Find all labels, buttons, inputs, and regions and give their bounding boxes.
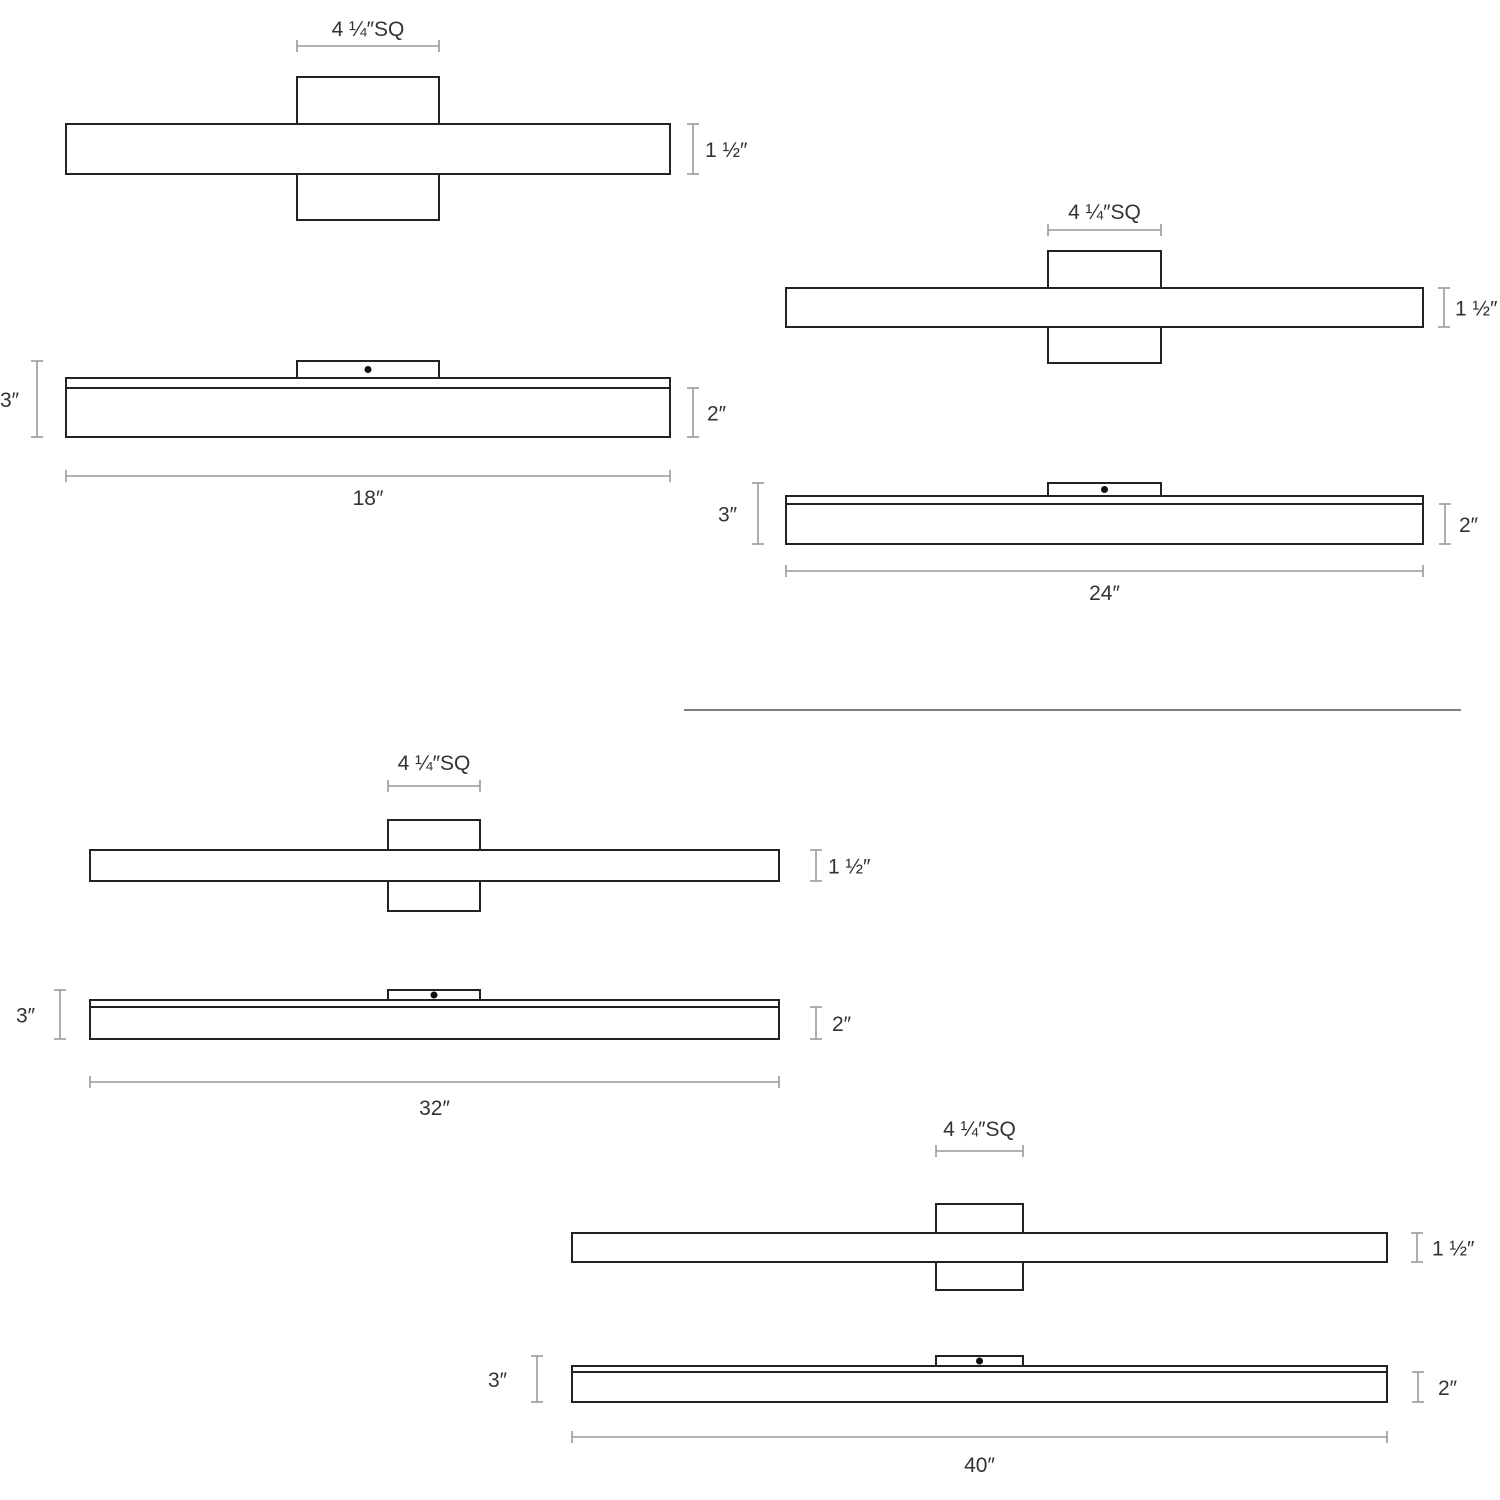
canopy-width-label: 4 ¼″SQ — [943, 1118, 1016, 1141]
fixture-24-inch: 4 ¼″SQ 1 ½″ 3″ 2″ 24″ — [718, 201, 1498, 605]
canopy-width-dimension — [387, 780, 481, 792]
light-bar-side — [65, 387, 671, 438]
total-depth-label: 3″ — [16, 1005, 36, 1028]
overall-width-dimension — [65, 470, 671, 482]
overall-width-dimension — [571, 1431, 1388, 1443]
light-bar-side — [89, 1006, 780, 1040]
mounting-screw — [1101, 486, 1108, 493]
canopy-width-label: 4 ¼″SQ — [332, 18, 405, 41]
canopy-width-label: 4 ¼″SQ — [1068, 201, 1141, 224]
body-depth-label: 2″ — [1459, 514, 1479, 537]
total-depth-label: 3″ — [488, 1369, 508, 1392]
mounting-screw — [976, 1357, 983, 1365]
mounting-rail — [89, 999, 780, 1008]
bar-height-dimension — [687, 123, 699, 175]
light-bar-front — [89, 849, 780, 882]
overall-width-label: 18″ — [353, 487, 384, 510]
fixture-32-inch: 4 ¼″SQ 1 ½″ 3″ 2″ 32″ — [16, 752, 871, 1120]
total-depth-dimension — [752, 482, 764, 545]
body-depth-label: 2″ — [1438, 1377, 1458, 1400]
body-depth-dimension — [1439, 503, 1451, 545]
mounting-rail — [65, 377, 671, 389]
bar-height-label: 1 ½″ — [1455, 298, 1498, 321]
overall-width-label: 24″ — [1089, 582, 1120, 605]
mounting-screw — [364, 366, 372, 373]
overall-width-dimension — [785, 565, 1424, 577]
overall-width-label: 32″ — [419, 1097, 450, 1120]
light-bar-front — [785, 287, 1424, 328]
bar-height-dimension — [1438, 287, 1450, 328]
total-depth-label: 3″ — [718, 504, 738, 527]
body-depth-label: 2″ — [832, 1013, 852, 1036]
bar-height-dimension — [1411, 1232, 1423, 1263]
body-depth-dimension — [810, 1006, 822, 1040]
total-depth-dimension — [31, 360, 43, 438]
fixture-18-inch: 4 ¼″SQ 1 ½″ 3″ 2″ 18″ — [0, 18, 748, 510]
total-depth-label: 3″ — [0, 389, 20, 412]
light-bar-front — [65, 123, 671, 175]
body-depth-label: 2″ — [707, 403, 727, 426]
canopy-width-dimension — [1047, 224, 1162, 236]
bar-height-label: 1 ½″ — [1432, 1238, 1475, 1261]
total-depth-dimension — [531, 1355, 543, 1403]
light-bar-front — [571, 1232, 1388, 1263]
total-depth-dimension — [54, 989, 66, 1040]
mounting-screw — [430, 991, 438, 999]
canopy-width-dimension — [296, 40, 440, 52]
bar-height-dimension — [810, 849, 822, 882]
overall-width-label: 40″ — [964, 1454, 995, 1477]
bar-height-label: 1 ½″ — [828, 856, 871, 879]
mounting-rail — [785, 495, 1424, 505]
canopy-width-dimension — [935, 1145, 1024, 1157]
light-bar-side — [785, 503, 1424, 545]
light-bar-side — [571, 1371, 1388, 1403]
overall-width-dimension — [89, 1076, 780, 1088]
body-depth-dimension — [1412, 1371, 1424, 1403]
body-depth-dimension — [687, 387, 699, 438]
fixture-40-inch: 4 ¼″SQ 1 ½″ 3″ 2″ 40″ — [488, 1118, 1475, 1477]
bar-height-label: 1 ½″ — [705, 139, 748, 162]
canopy-width-label: 4 ¼″SQ — [398, 752, 471, 775]
